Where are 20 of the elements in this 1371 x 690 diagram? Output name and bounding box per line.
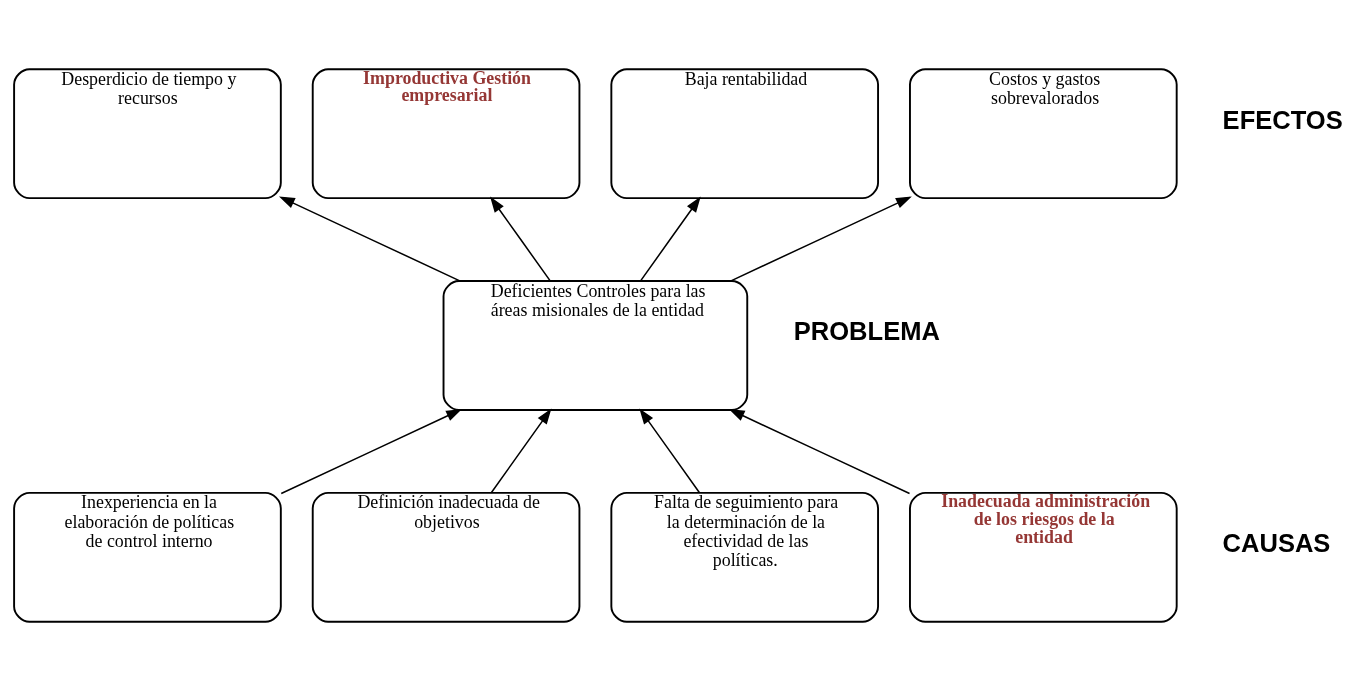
- arrow: [728, 408, 910, 494]
- arrow: [490, 407, 551, 493]
- node-box: Falta de seguimiento para la determinación de la efectividad de las políticas.: [609, 491, 879, 623]
- node-box: Inexperiencia en la elaboración de políticas de control interno: [12, 491, 282, 623]
- node-box: Costos y gastos sobrevalorados: [908, 67, 1178, 199]
- node-box: Definición inadecuada de objetivos: [311, 491, 580, 623]
- node-box: Baja rentabilidad: [609, 67, 879, 199]
- label: CAUSAS: [1222, 528, 1330, 557]
- arrow: [280, 408, 462, 494]
- arrow: [729, 195, 912, 282]
- arrow: [639, 196, 701, 282]
- arrow: [489, 196, 551, 282]
- arrow: [638, 407, 700, 493]
- node-box: Inadecuada administración de los riesgos de la entidad: [908, 491, 1178, 623]
- label: PROBLEMA: [793, 316, 940, 345]
- node-box: Deficientes Controles para las áreas misionales de la entidad: [442, 279, 748, 411]
- arrow: [278, 195, 461, 282]
- node-box: Improductiva Gestión empresarial: [311, 67, 580, 199]
- label: EFECTOS: [1222, 105, 1343, 134]
- node-box: Desperdicio de tiempo y recursos: [12, 67, 282, 199]
